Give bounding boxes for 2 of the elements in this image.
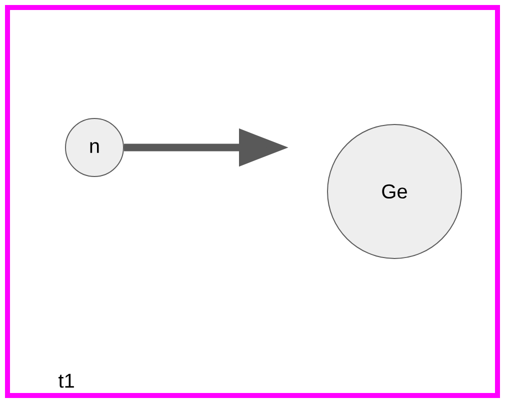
circle-node: n: [65, 118, 124, 177]
circle-node: Ge: [327, 124, 462, 259]
